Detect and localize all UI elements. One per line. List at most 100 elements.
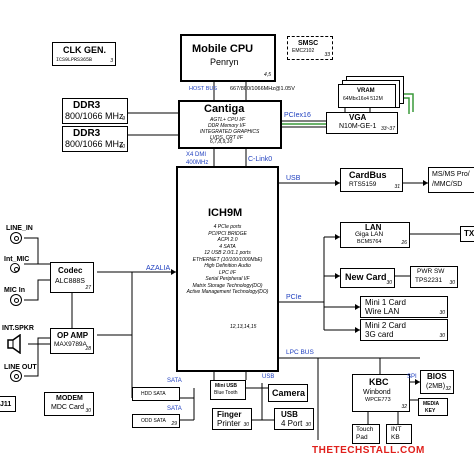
lan-page: 26 bbox=[401, 240, 407, 246]
odd-sata-label: ODD SATA bbox=[141, 418, 166, 424]
clk-gen-block: CLK GEN. ICS9LPRS365B 3 bbox=[52, 42, 116, 66]
ddr3-a-title: DDR3 bbox=[73, 100, 101, 111]
mini1-card-sub: Wire LAN bbox=[365, 307, 400, 316]
ddr3-a-block: DDR3 800/1066 MHz 9 bbox=[62, 98, 128, 124]
vga-page: 33~37 bbox=[380, 126, 395, 132]
finger-printer-sub: Printer bbox=[217, 419, 241, 428]
vram-spec: 64Mbx16x4 512M bbox=[343, 96, 383, 102]
ich9m-feature: 12 USB 2.0/1.1 ports bbox=[204, 250, 251, 256]
mini-usb-block: Mini USB Blue Tooth bbox=[210, 380, 246, 400]
kbc-sub: Winbond bbox=[363, 389, 391, 396]
modem-sub: MDC Card bbox=[51, 404, 85, 411]
cpu-subtitle: Penryn bbox=[210, 57, 239, 67]
int-mic-label: Int_MIC bbox=[4, 256, 30, 263]
pwr-sw-block: PWR SW TPS2231 30 bbox=[410, 266, 458, 288]
ich9m-feature: 4 SATA bbox=[219, 243, 236, 250]
smsc-part: EMC2102 bbox=[292, 48, 315, 54]
ich9m-feature: Active Management Technology(DO) bbox=[186, 289, 269, 295]
int-kb-title: INT bbox=[391, 426, 402, 433]
smsc-title: SMSC bbox=[298, 40, 319, 47]
modem-block: MODEM MDC Card 30 bbox=[44, 392, 94, 416]
cantiga-feature-4: LVDS, CRT I/F bbox=[210, 135, 243, 141]
codec-title: Codec bbox=[58, 266, 83, 275]
j11-label: J11 bbox=[0, 401, 12, 408]
cardbus-part: RTS5159 bbox=[349, 181, 377, 188]
cantiga-block: Cantiga AGTL+ CPU I/F DDR Memory I/F INT… bbox=[178, 100, 282, 149]
pwr-sw-part: TPS2231 bbox=[415, 277, 443, 284]
ich9m-title: ICH9M bbox=[208, 207, 243, 219]
cantiga-feature-3: INTEGRATED GRAPHICS bbox=[200, 129, 260, 135]
ddr3-b-block: DDR3 800/1066 MHz 10 bbox=[62, 126, 128, 152]
mic-in-label: MIC In bbox=[4, 287, 25, 294]
clk-gen-page: 3 bbox=[110, 58, 113, 64]
media-key-title: MEDIA bbox=[423, 401, 440, 407]
kbc-part: WPCE773 bbox=[365, 397, 391, 403]
pwr-sw-title: PWR SW bbox=[417, 268, 445, 275]
host-bus-value: 667/800/1066MHz@1.05V bbox=[230, 86, 295, 92]
ich9m-pages: 12,13,14,15 bbox=[230, 324, 257, 330]
ms-card-block: MS/MS Pro/ /MMC/SD bbox=[428, 167, 474, 193]
ddr3-a-speed: 800/1066 MHz bbox=[65, 111, 124, 121]
ms-card-sub: /MMC/SD bbox=[432, 181, 463, 188]
sata-label-1: SATA bbox=[167, 378, 182, 384]
bios-sub: (2MB) bbox=[426, 383, 446, 390]
usb-4-port-title: USB bbox=[281, 410, 298, 419]
cpu-block: Mobile CPU Penryn 4,5 bbox=[180, 34, 276, 82]
cpu-page: 4,5 bbox=[264, 72, 271, 78]
vram-title: VRAM bbox=[357, 88, 375, 94]
hdd-sata-block: HDD SATA bbox=[132, 387, 180, 401]
speaker-icon bbox=[7, 334, 21, 354]
mini2-card-page: 30 bbox=[439, 333, 445, 339]
vram-block: VRAM 64Mbx16x4 512M bbox=[338, 84, 396, 108]
host-bus-label: HOST BUS bbox=[189, 86, 218, 92]
cardbus-page: 31 bbox=[394, 184, 400, 190]
cantiga-feature-1: AGTL+ CPU I/F bbox=[210, 117, 246, 123]
smsc-block: SMSC EMC2102 33 bbox=[287, 36, 333, 60]
bios-title: BIOS bbox=[427, 372, 447, 381]
bios-page: 32 bbox=[445, 386, 451, 392]
finger-printer-block: Finger Printer 30 bbox=[212, 408, 252, 430]
kbc-page: 32 bbox=[401, 404, 407, 410]
codec-part: ALC888S bbox=[55, 278, 85, 285]
touchpad-sub: Pad bbox=[356, 434, 368, 441]
cardbus-block: CardBus RTS5159 31 bbox=[340, 168, 403, 192]
ddr3-b-page: 10 bbox=[119, 144, 125, 150]
ddr3-b-title: DDR3 bbox=[73, 128, 101, 139]
codec-block: Codec ALC888S 27 bbox=[50, 262, 94, 293]
lan-title: LAN bbox=[365, 223, 382, 232]
ich9m-feature: LPC I/F bbox=[219, 269, 236, 276]
finger-printer-page: 30 bbox=[243, 422, 249, 428]
lan-block: LAN Giga LAN BCM5764 26 bbox=[340, 222, 410, 248]
ich9m-block: ICH9M 4 PCIe ports PCI/PCI BRIDGE ACPI 2… bbox=[176, 166, 279, 372]
new-card-title: New Card bbox=[345, 272, 387, 282]
tx-title: TX bbox=[464, 229, 474, 238]
cantiga-pages: 6,7,8,9,10 bbox=[210, 139, 233, 145]
int-kb-sub: KB bbox=[391, 434, 400, 441]
line-in-label: LINE_IN bbox=[6, 225, 33, 232]
cantiga-title: Cantiga bbox=[204, 103, 245, 115]
op-amp-title: OP AMP bbox=[57, 331, 89, 340]
smsc-page: 33 bbox=[324, 52, 330, 58]
ddr3-a-page: 9 bbox=[122, 116, 125, 122]
modem-title: MODEM bbox=[56, 395, 83, 402]
vga-block: VGA N10M-GE-1 33~37 bbox=[326, 112, 398, 134]
ms-card-title: MS/MS Pro/ bbox=[432, 171, 470, 178]
usb-4-port-page: 30 bbox=[305, 422, 311, 428]
j11-block: J11 bbox=[0, 396, 16, 412]
modem-page: 30 bbox=[85, 408, 91, 414]
camera-title: Camera bbox=[272, 388, 306, 398]
cantiga-feature-2: DDR Memory I/F bbox=[208, 123, 246, 129]
ich9m-feature: Matrix Storage Technology(DO) bbox=[192, 282, 263, 289]
line-out-jack-icon bbox=[10, 370, 22, 382]
sata-label-2: SATA bbox=[167, 406, 182, 412]
usb-4-port-block: USB 4 Port 30 bbox=[274, 408, 314, 430]
int-kb-block: INT KB bbox=[386, 424, 412, 444]
pcie-label: PCIe bbox=[286, 294, 302, 301]
pwr-sw-page: 30 bbox=[449, 280, 455, 286]
dmi-label: X4 DMI bbox=[186, 152, 207, 158]
op-amp-part: MAX9789A bbox=[54, 341, 87, 348]
ich9m-feature: 4 PCIe ports bbox=[213, 224, 242, 230]
op-amp-page: 28 bbox=[85, 346, 91, 352]
usb-label: USB bbox=[286, 175, 301, 182]
vga-title: VGA bbox=[349, 113, 367, 122]
